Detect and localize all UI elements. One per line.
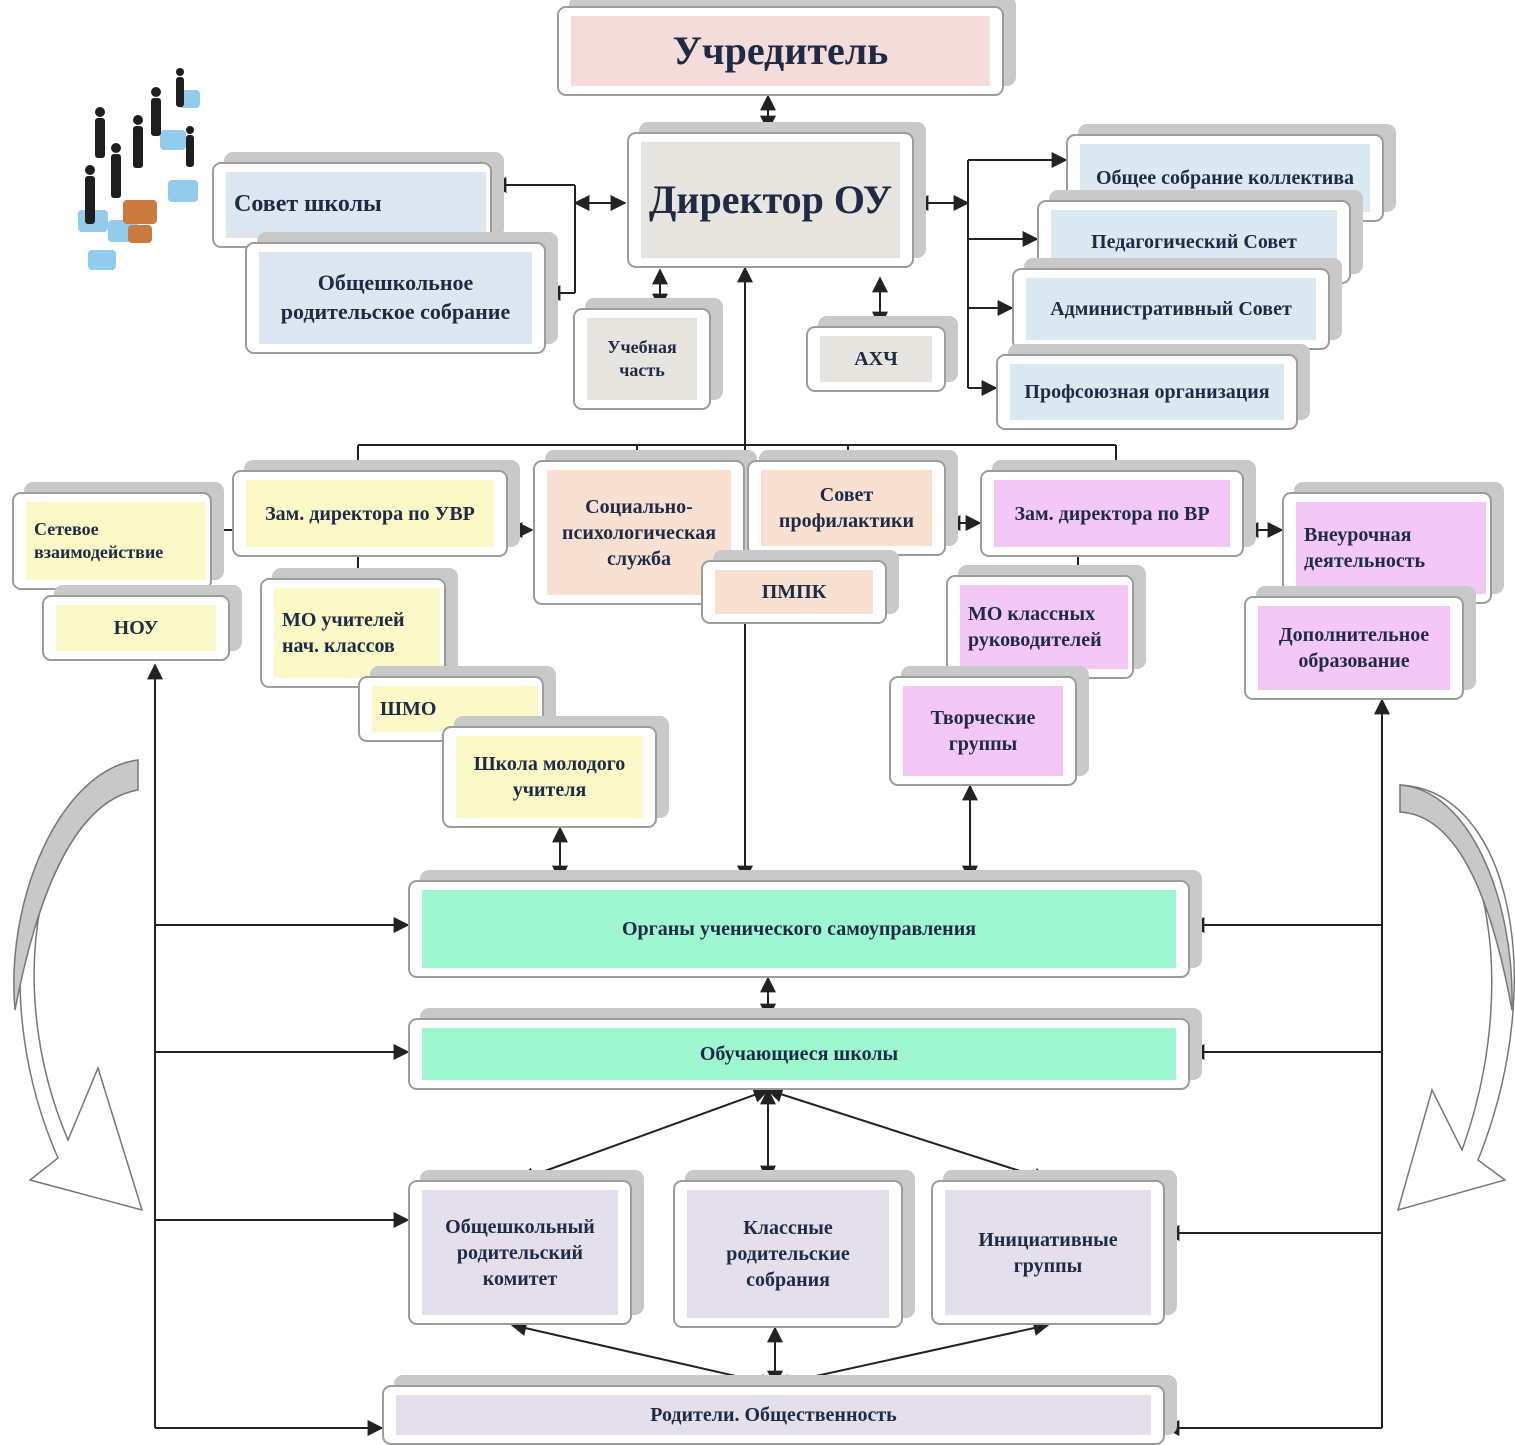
administrative-council-box: Административный Совет bbox=[1012, 268, 1330, 350]
self-government-label: Органы ученического самоуправления bbox=[422, 890, 1176, 968]
nou-box: НОУ bbox=[42, 595, 230, 661]
additional-edu-label: Дополнительное образование bbox=[1258, 606, 1450, 690]
shmo-label: ШМО bbox=[372, 686, 538, 732]
parent-committee-box: Общешкольный родительский комитет bbox=[408, 1180, 632, 1325]
mo-class-box: МО классных руководителей bbox=[946, 575, 1134, 679]
additional-edu-box: Дополнительное образование bbox=[1244, 596, 1464, 700]
network-box: Сетевое взаимодействие bbox=[12, 492, 212, 590]
social-service-label: Социально- психологическая служба bbox=[547, 470, 731, 595]
trade-union-label: Профсоюзная организация bbox=[1010, 364, 1284, 420]
mo-class-label: МО классных руководителей bbox=[960, 585, 1128, 669]
prevention-council-label: Совет профилактики bbox=[761, 470, 932, 546]
director-box: Директор ОУ bbox=[627, 132, 914, 268]
extracurricular-label: Внеурочная деятельность bbox=[1296, 502, 1486, 594]
trade-union-box: Профсоюзная организация bbox=[996, 354, 1298, 430]
mo-primary-label: МО учителей нач. классов bbox=[274, 588, 440, 678]
class-meetings-label: Классные родительские собрания bbox=[687, 1190, 889, 1318]
mo-primary-box: МО учителей нач. классов bbox=[260, 578, 446, 688]
nou-label: НОУ bbox=[56, 605, 216, 651]
parent-committee-label: Общешкольный родительский комитет bbox=[422, 1190, 618, 1315]
initiative-groups-box: Инициативные группы bbox=[931, 1180, 1165, 1325]
self-government-box: Органы ученического самоуправления bbox=[408, 880, 1190, 978]
ahch-box: АХЧ bbox=[806, 326, 946, 392]
creative-groups-label: Творческие группы bbox=[903, 686, 1063, 776]
creative-groups-box: Творческие группы bbox=[889, 676, 1077, 786]
ahch-label: АХЧ bbox=[820, 336, 932, 382]
young-teacher-label: Школа молодого учителя bbox=[456, 736, 643, 818]
extracurricular-box: Внеурочная деятельность bbox=[1282, 492, 1492, 604]
initiative-groups-label: Инициативные группы bbox=[945, 1190, 1151, 1315]
pmpk-box: ПМПК bbox=[701, 560, 887, 624]
founder-label: Учредитель bbox=[571, 16, 990, 86]
parents-public-label: Родители. Общественность bbox=[396, 1395, 1151, 1435]
school-council-label: Совет школы bbox=[226, 172, 486, 238]
parents-meeting-box: Общешкольное родительское собрание bbox=[245, 242, 546, 354]
prevention-council-box: Совет профилактики bbox=[747, 460, 946, 556]
administrative-council-label: Административный Совет bbox=[1026, 278, 1316, 340]
parents-public-box: Родители. Общественность bbox=[382, 1385, 1165, 1445]
deputy-vr-box: Зам. директора по ВР bbox=[980, 470, 1244, 557]
left-curved-arrow bbox=[13, 759, 144, 1212]
deputy-uvr-box: Зам. директора по УВР bbox=[232, 470, 508, 557]
director-label: Директор ОУ bbox=[641, 142, 900, 258]
pedagogical-council-label: Педагогический Совет bbox=[1051, 210, 1337, 274]
deputy-vr-label: Зам. директора по ВР bbox=[994, 480, 1230, 547]
academic-part-label: Учебная часть bbox=[587, 318, 697, 400]
right-curved-arrow bbox=[1396, 784, 1515, 1212]
academic-part-box: Учебная часть bbox=[573, 308, 711, 410]
deputy-uvr-label: Зам. директора по УВР bbox=[246, 480, 494, 547]
network-label: Сетевое взаимодействие bbox=[26, 502, 206, 580]
young-teacher-box: Школа молодого учителя bbox=[442, 726, 657, 828]
school-council-box: Совет школы bbox=[212, 162, 492, 248]
students-label: Обучающиеся школы bbox=[422, 1028, 1176, 1080]
parents-meeting-label: Общешкольное родительское собрание bbox=[259, 252, 532, 344]
students-box: Обучающиеся школы bbox=[408, 1018, 1190, 1090]
class-meetings-box: Классные родительские собрания bbox=[673, 1180, 903, 1328]
social-service-box: Социально- психологическая служба bbox=[533, 460, 745, 605]
founder-box: Учредитель bbox=[557, 6, 1004, 96]
pmpk-label: ПМПК bbox=[715, 570, 873, 614]
business-people-puzzle-icon bbox=[68, 60, 210, 290]
